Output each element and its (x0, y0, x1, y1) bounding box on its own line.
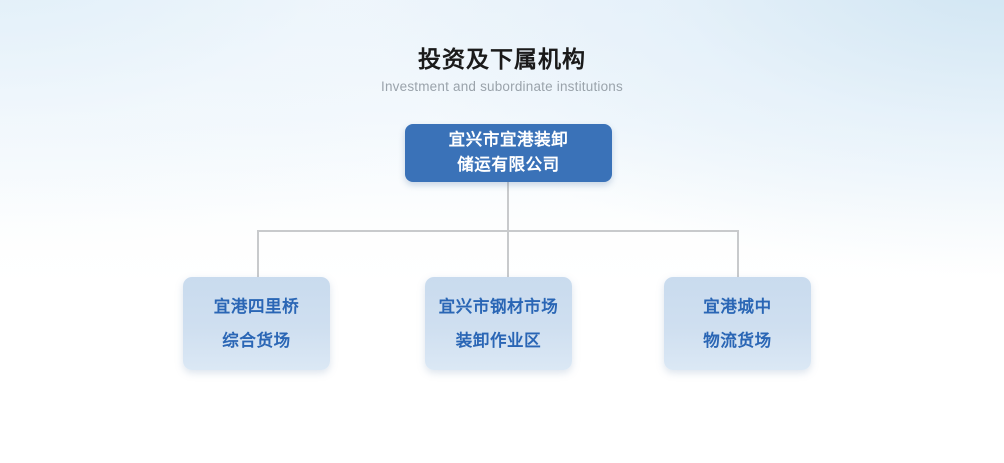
chart-heading: 投资及下属机构 Investment and subordinate insti… (0, 44, 1004, 96)
connector-drop-right (737, 230, 739, 278)
org-node-root-line-2: 储运有限公司 (457, 156, 560, 174)
org-node-child-1-line-2: 装卸作业区 (455, 331, 542, 350)
page-title: 投资及下属机构 (418, 46, 586, 72)
org-node-child-2-line-2: 物流货场 (703, 331, 772, 350)
org-node-child-2-line-1: 宜港城中 (703, 297, 772, 316)
connector-root-stem (507, 180, 509, 232)
org-node-child-siliqiao[interactable]: 宜港四里桥 综合货场 (183, 277, 330, 370)
org-node-root[interactable]: 宜兴市宜港装卸 储运有限公司 (405, 124, 612, 182)
page-subtitle: Investment and subordinate institutions (381, 79, 623, 94)
connector-drop-center (507, 230, 509, 278)
org-node-child-0-line-2: 综合货场 (222, 331, 291, 350)
org-node-child-1-line-1: 宜兴市钢材市场 (438, 297, 559, 316)
org-node-child-chengzhong-logistics[interactable]: 宜港城中 物流货场 (664, 277, 811, 370)
connector-horizontal-bus (257, 230, 739, 232)
org-node-root-line-1: 宜兴市宜港装卸 (448, 131, 569, 149)
org-node-child-steel-market[interactable]: 宜兴市钢材市场 装卸作业区 (425, 277, 572, 370)
connector-drop-left (257, 230, 259, 278)
org-node-child-0-line-1: 宜港四里桥 (213, 297, 300, 316)
